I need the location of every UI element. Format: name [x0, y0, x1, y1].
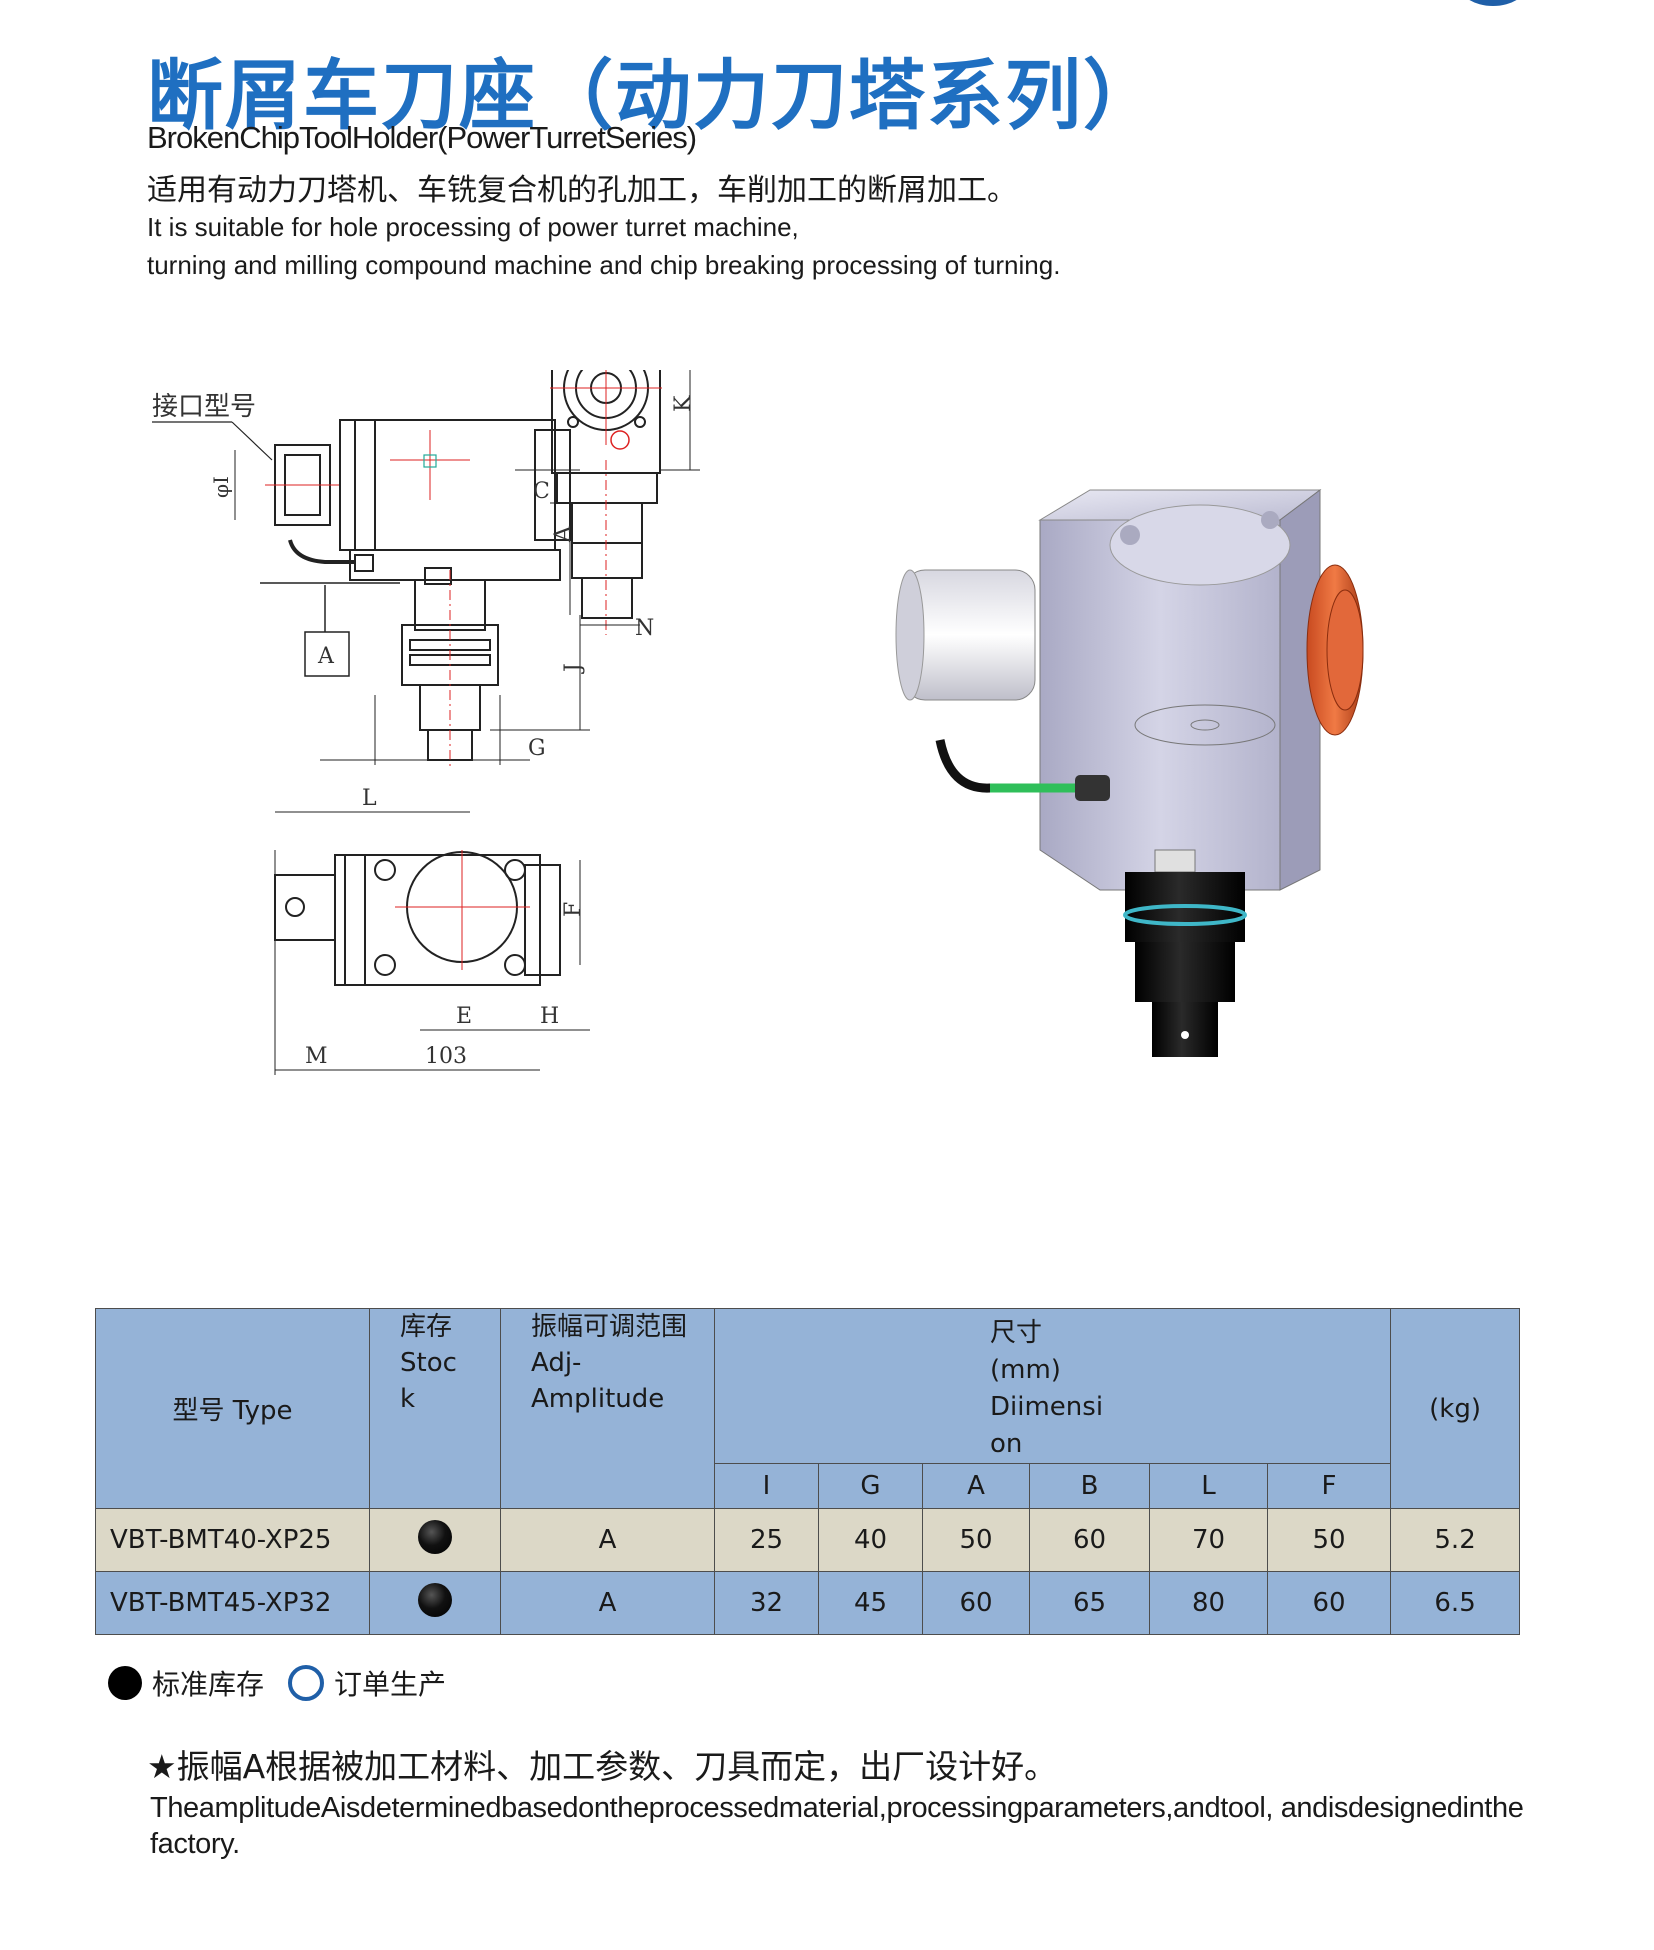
cell-i: 25 — [714, 1508, 819, 1572]
header-dim-g: G — [818, 1463, 923, 1509]
legend-made-to-order: 订单生产 — [334, 1668, 447, 1701]
cell-stock — [369, 1508, 501, 1572]
cell-amplitude: A — [500, 1508, 715, 1572]
front-view-drawing: B K C N — [533, 286, 700, 641]
stock-legend: 标准库存 订单生产 — [108, 1663, 446, 1703]
cell-a: 60 — [922, 1571, 1030, 1635]
spec-table: 型号 Type 库存 Stoc k 振幅可调范围 Adj- Amplitude … — [95, 1308, 1521, 1635]
side-view-drawing: 接口型号 φI A J — [152, 392, 590, 770]
table-row: VBT-BMT40-XP25 A 25 40 50 60 70 50 5.2 — [95, 1508, 1521, 1572]
header-dim-b: B — [1029, 1463, 1150, 1509]
corner-badge — [1458, 0, 1528, 6]
header-dimension-unit: (mm) — [990, 1355, 1061, 1385]
dim-103-label: 103 — [425, 1044, 467, 1069]
cell-b: 60 — [1029, 1508, 1150, 1572]
technical-drawing: 接口型号 φI A J — [152, 286, 1364, 1075]
dim-n-label: N — [635, 616, 654, 641]
page-title: 断屑车刀座（动力刀塔系列） — [147, 51, 1161, 140]
description-en-line1: It is suitable for hole processing of po… — [147, 212, 799, 242]
header-dimension-cn: 尺寸 — [990, 1318, 1043, 1348]
cell-l: 80 — [1149, 1571, 1268, 1635]
cell-f: 60 — [1266, 1571, 1392, 1635]
header-dimension-en-1: Diimensi — [990, 1392, 1104, 1422]
dim-m-label: M — [305, 1044, 328, 1069]
cell-l: 70 — [1149, 1508, 1268, 1572]
dim-a-label: A — [551, 525, 576, 543]
header-amplitude: 振幅可调范围 Adj- Amplitude — [500, 1308, 715, 1509]
standard-stock-icon — [108, 1666, 142, 1700]
interface-label: 接口型号 — [152, 392, 256, 422]
cell-g: 40 — [818, 1508, 923, 1572]
note-cn: ★振幅A根据被加工材料、加工参数、刀具而定，出厂设计好。 — [147, 1747, 1058, 1786]
stock-dot-icon — [418, 1582, 452, 1617]
cell-f: 50 — [1266, 1508, 1392, 1572]
header-amplitude-en-1: Adj- — [531, 1348, 582, 1378]
dim-c-label: C — [533, 479, 550, 504]
header-stock: 库存 Stoc k — [369, 1308, 501, 1509]
cell-model: VBT-BMT40-XP25 — [95, 1508, 370, 1572]
cell-stock — [369, 1571, 501, 1635]
dim-k-label: K — [671, 395, 696, 412]
note-en: TheamplitudeAisdeterminedbasedontheproce… — [150, 1792, 1524, 1860]
header-dimension: 尺寸 (mm) Diimensi on — [713, 1308, 1392, 1464]
technical-drawing-area: 接口型号 φI A J — [140, 286, 1460, 1090]
description-en-line2: turning and milling compound machine and… — [147, 250, 1061, 280]
header-dim-a: A — [922, 1463, 1030, 1509]
cell-amplitude: A — [500, 1571, 715, 1635]
cell-b: 65 — [1029, 1571, 1150, 1635]
dim-j-label: J — [561, 663, 586, 674]
dim-g-label: G — [528, 736, 546, 761]
made-to-order-icon — [288, 1665, 325, 1701]
header-stock-en-1: Stoc — [400, 1348, 457, 1378]
page-subtitle: BrokenChipToolHolder(PowerTurretSeries) — [147, 120, 697, 155]
header-dimension-en-2: on — [990, 1429, 1023, 1459]
phi-i-label: φI — [209, 476, 233, 498]
top-view-drawing: L F E H M 103 — [274, 786, 590, 1075]
header-stock-en-2: k — [400, 1384, 416, 1414]
header-amplitude-en-2: Amplitude — [531, 1384, 665, 1414]
header-amplitude-cn: 振幅可调范围 — [531, 1312, 688, 1342]
table-row: VBT-BMT45-XP32 A 32 45 60 65 80 60 6.5 — [95, 1571, 1521, 1635]
cell-kg: 5.2 — [1390, 1508, 1521, 1572]
product-render — [895, 489, 1364, 1057]
cell-i: 32 — [714, 1571, 819, 1635]
legend-standard-stock: 标准库存 — [152, 1668, 265, 1701]
cell-kg: 6.5 — [1390, 1571, 1521, 1635]
header-dim-f: F — [1266, 1463, 1392, 1509]
cell-g: 45 — [818, 1571, 923, 1635]
dim-h-label: H — [540, 1004, 559, 1029]
header-dim-i: I — [714, 1463, 819, 1509]
stock-dot-icon — [418, 1519, 452, 1554]
dim-e-label: E — [456, 1004, 472, 1029]
cell-a: 50 — [922, 1508, 1030, 1572]
dim-l-label: L — [362, 786, 377, 811]
dim-f-label: F — [561, 902, 586, 917]
cell-model: VBT-BMT45-XP32 — [95, 1571, 370, 1635]
header-type: 型号 Type — [95, 1308, 370, 1509]
header-dim-l: L — [1149, 1463, 1268, 1509]
header-weight: (kg) — [1390, 1308, 1521, 1509]
header-stock-cn: 库存 — [400, 1312, 453, 1342]
datum-a-label: A — [317, 644, 335, 669]
description-cn: 适用有动力刀塔机、车铣复合机的孔加工，车削加工的断屑加工。 — [147, 173, 1017, 208]
